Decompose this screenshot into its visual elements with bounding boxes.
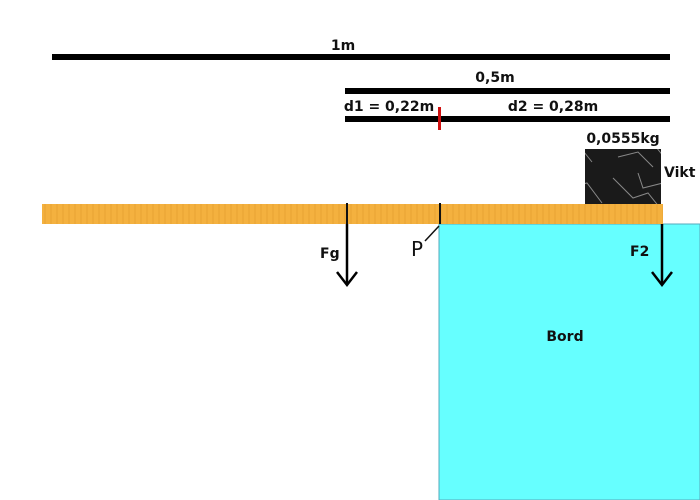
- d1-label: d1 = 0,22m: [344, 99, 434, 115]
- weight-label: Vikt: [664, 165, 696, 181]
- pivot-label: P: [411, 237, 423, 261]
- weight-mass-label: 0,0555kg: [586, 131, 659, 147]
- total-length-label: 1m: [331, 38, 355, 54]
- pivot-pointer: [424, 225, 440, 242]
- pivot-marker: [438, 107, 441, 130]
- fg-arrow: [336, 224, 358, 288]
- half-length-line: [345, 88, 670, 94]
- distance-line: [345, 116, 670, 122]
- table-label: Bord: [546, 329, 583, 345]
- d2-label: d2 = 0,28m: [508, 99, 598, 115]
- table: [438, 223, 700, 500]
- f2-label: F2: [630, 244, 649, 260]
- plank: [42, 204, 663, 224]
- fg-label: Fg: [320, 246, 340, 262]
- f2-arrow: [651, 224, 673, 288]
- weight-block: [585, 149, 661, 205]
- half-length-label: 0,5m: [475, 70, 514, 86]
- total-length-line: [52, 54, 670, 60]
